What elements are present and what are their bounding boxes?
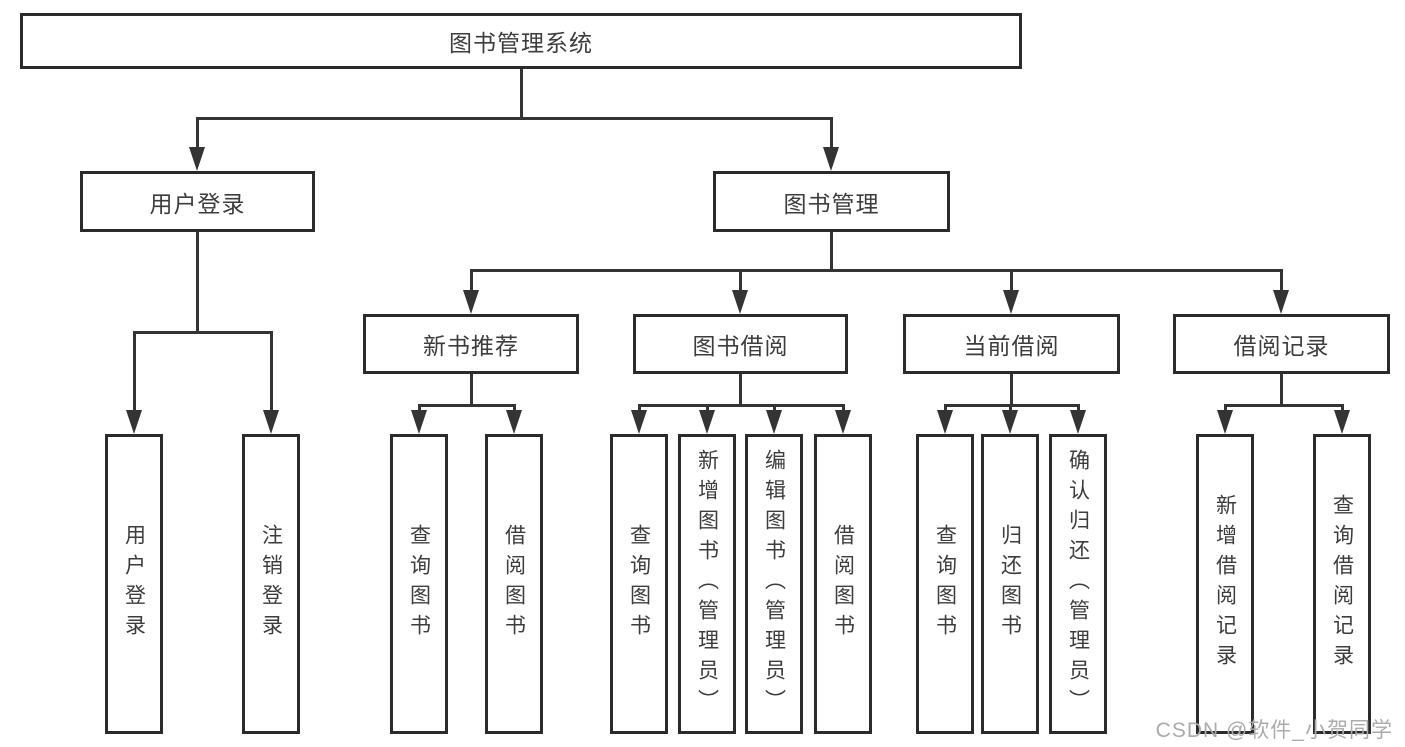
- connector-line: [470, 269, 473, 293]
- connector-line: [706, 404, 709, 413]
- leaf-records-query-record-label: 查询借阅记录: [1330, 494, 1354, 674]
- leaf-user-login-label: 用户登录: [122, 524, 146, 644]
- leaf-current-confirm-return-admin: 确认归还（管理员）: [1049, 434, 1107, 734]
- node-borrow-records-label: 借阅记录: [1233, 333, 1330, 359]
- arrow-down-icon: [411, 410, 427, 434]
- connector-line: [773, 404, 776, 413]
- leaf-recommend-query-books: 查询图书: [390, 434, 448, 734]
- leaf-current-query-books: 查询图书: [916, 434, 974, 734]
- arrow-down-icon: [631, 410, 647, 434]
- connector-line: [133, 331, 273, 334]
- node-current-borrow-label: 当前借阅: [963, 333, 1060, 359]
- leaf-current-return-books-label: 归还图书: [998, 524, 1022, 644]
- arrow-down-icon: [732, 290, 748, 314]
- arrow-down-icon: [1273, 290, 1289, 314]
- arrow-down-icon: [937, 410, 953, 434]
- connector-line: [1077, 404, 1080, 413]
- arrow-down-icon: [766, 410, 782, 434]
- arrow-down-icon: [126, 410, 142, 434]
- node-root: 图书管理系统: [20, 13, 1022, 69]
- connector-line: [513, 404, 516, 413]
- connector-line: [520, 69, 523, 120]
- leaf-records-query-record: 查询借阅记录: [1313, 434, 1371, 734]
- connector-line: [418, 404, 516, 407]
- connector-line: [1224, 404, 1344, 407]
- connector-line: [1341, 404, 1344, 413]
- connector-line: [1280, 374, 1283, 407]
- connector-line: [944, 404, 1080, 407]
- arrow-down-icon: [1217, 410, 1233, 434]
- arrow-down-icon: [823, 147, 839, 171]
- connector-line: [1010, 269, 1013, 293]
- arrow-down-icon: [699, 410, 715, 434]
- arrow-down-icon: [1003, 290, 1019, 314]
- leaf-current-query-books-label: 查询图书: [933, 524, 957, 644]
- connector-line: [196, 232, 199, 334]
- connector-line: [830, 232, 833, 272]
- connector-line: [1009, 404, 1012, 413]
- connector-line: [470, 269, 1283, 272]
- node-new-book-recommend: 新书推荐: [363, 314, 579, 374]
- connector-line: [944, 404, 947, 413]
- connector-line: [470, 374, 473, 407]
- leaf-logout-login: 注销登录: [242, 434, 300, 734]
- connector-line: [638, 404, 641, 413]
- leaf-records-add-record-label: 新增借阅记录: [1213, 494, 1237, 674]
- arrow-down-icon: [835, 410, 851, 434]
- arrow-down-icon: [463, 290, 479, 314]
- arrow-down-icon: [1070, 410, 1086, 434]
- connector-line: [418, 404, 421, 413]
- arrow-down-icon: [1002, 410, 1018, 434]
- leaf-user-login: 用户登录: [105, 434, 163, 734]
- leaf-borrow-query-books-label: 查询图书: [627, 524, 651, 644]
- arrow-down-icon: [189, 147, 205, 171]
- leaf-borrow-add-books-admin-label: 新增图书（管理员）: [695, 449, 719, 719]
- leaf-borrow-edit-books-admin-label: 编辑图书（管理员）: [762, 449, 786, 719]
- connector-line: [638, 404, 845, 407]
- arrow-down-icon: [506, 410, 522, 434]
- connector-line: [196, 117, 832, 120]
- leaf-borrow-borrow-books: 借阅图书: [814, 434, 872, 734]
- leaf-recommend-borrow-books-label: 借阅图书: [502, 524, 526, 644]
- leaf-current-confirm-return-admin-label: 确认归还（管理员）: [1066, 449, 1090, 719]
- leaf-logout-login-label: 注销登录: [259, 524, 283, 644]
- node-book-management: 图书管理: [713, 171, 950, 232]
- connector-line: [270, 331, 273, 411]
- connector-line: [1280, 269, 1283, 293]
- node-current-borrow: 当前借阅: [903, 314, 1120, 374]
- node-book-borrow: 图书借阅: [633, 314, 848, 374]
- leaf-records-add-record: 新增借阅记录: [1196, 434, 1254, 734]
- connector-line: [1010, 374, 1013, 407]
- leaf-recommend-borrow-books: 借阅图书: [485, 434, 543, 734]
- leaf-borrow-borrow-books-label: 借阅图书: [831, 524, 855, 644]
- arrow-down-icon: [263, 410, 279, 434]
- leaf-recommend-query-books-label: 查询图书: [407, 524, 431, 644]
- connector-line: [739, 374, 742, 407]
- leaf-borrow-edit-books-admin: 编辑图书（管理员）: [745, 434, 803, 734]
- connector-line: [133, 331, 136, 411]
- node-book-management-label: 图书管理: [783, 190, 880, 217]
- node-book-borrow-label: 图书借阅: [692, 333, 789, 359]
- leaf-current-return-books: 归还图书: [981, 434, 1039, 734]
- connector-line: [830, 117, 833, 150]
- node-root-label: 图书管理系统: [449, 30, 593, 56]
- connector-line: [196, 117, 199, 150]
- csdn-watermark: CSDN @软件_小贺同学: [1155, 719, 1393, 742]
- node-user-login-branch: 用户登录: [80, 171, 315, 232]
- node-user-login-label: 用户登录: [149, 190, 246, 217]
- leaf-borrow-query-books: 查询图书: [610, 434, 668, 734]
- connector-line: [739, 269, 742, 293]
- leaf-borrow-add-books-admin: 新增图书（管理员）: [678, 434, 736, 734]
- node-new-book-recommend-label: 新书推荐: [423, 333, 519, 359]
- connector-line: [842, 404, 845, 413]
- node-borrow-records: 借阅记录: [1173, 314, 1390, 374]
- connector-line: [1224, 404, 1227, 413]
- arrow-down-icon: [1334, 410, 1350, 434]
